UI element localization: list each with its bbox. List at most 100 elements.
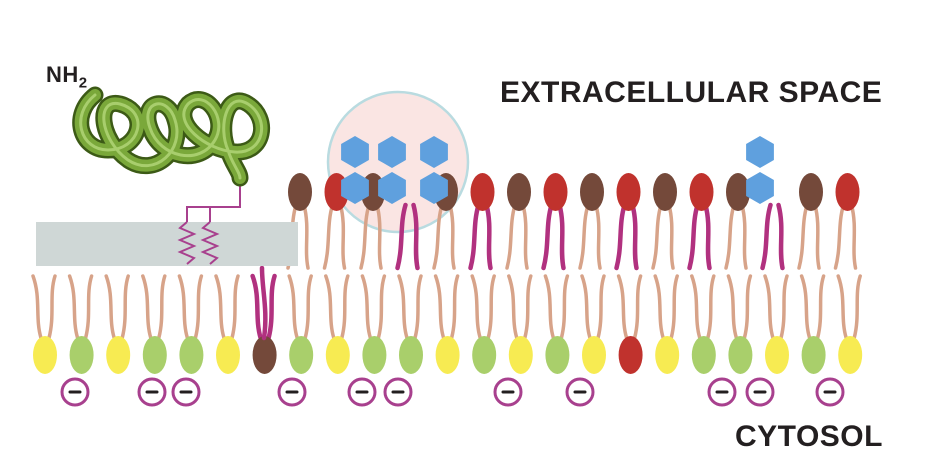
extracellular-space-label: EXTRACELLULAR SPACE	[500, 76, 883, 109]
lipid-head	[838, 336, 863, 374]
sugar-hexagon	[378, 136, 406, 168]
sugar-hexagon	[341, 136, 369, 168]
lipid-head	[470, 173, 495, 211]
lipid-head	[801, 336, 826, 374]
inner-lipid	[214, 274, 240, 374]
outer-lipid	[578, 173, 604, 270]
lipid-head	[289, 336, 314, 374]
negative-charge	[277, 377, 307, 407]
lipid-head	[106, 336, 131, 374]
lipid-head	[835, 173, 860, 211]
lipid-head	[655, 336, 680, 374]
negative-charge	[347, 377, 377, 407]
lipid-head	[179, 336, 204, 374]
inner-lipid	[836, 274, 863, 374]
anchor-block	[36, 222, 298, 266]
lipid-head	[543, 173, 568, 211]
outer-lipid	[614, 173, 641, 271]
outer-lipid	[395, 202, 420, 271]
inner-lipid	[763, 274, 789, 374]
inner-lipid	[67, 274, 94, 374]
lipid-head	[799, 173, 823, 211]
protein-chain	[72, 86, 271, 187]
lipid-head	[582, 336, 606, 374]
inner-lipid	[580, 274, 606, 374]
negative-charge	[815, 377, 845, 407]
negative-charge	[137, 377, 167, 407]
lipid-head	[545, 336, 570, 374]
lipid-head	[399, 336, 423, 374]
outer-lipid	[468, 173, 495, 271]
outer-lipid	[541, 173, 568, 271]
outer-lipid	[833, 173, 860, 270]
sugar-hexagon	[746, 136, 774, 168]
sugar-hexagon	[341, 172, 369, 204]
inner-lipid	[543, 274, 570, 374]
nh2-subscript: 2	[78, 74, 88, 92]
inner-lipid	[31, 274, 57, 374]
lipid-head	[618, 336, 643, 374]
inner-lipid	[470, 274, 497, 374]
inner-lipid	[433, 274, 460, 374]
lipid-head	[580, 173, 604, 211]
outer-lipid	[724, 173, 750, 270]
negative-charge	[565, 377, 595, 407]
outer-lipid	[505, 173, 531, 270]
cytosol-label: CYTOSOL	[735, 420, 883, 453]
lipid-head	[288, 173, 312, 211]
lipid-head	[362, 336, 387, 374]
outer-lipid	[797, 173, 823, 270]
lipid-head	[142, 336, 167, 374]
outer-lipid	[760, 202, 785, 271]
n-terminus-label: NH2	[46, 62, 88, 91]
lipid-head	[508, 336, 533, 374]
lipid-head	[765, 336, 789, 374]
lipid-head	[616, 173, 641, 211]
negative-charge	[171, 377, 201, 407]
nh2-text: NH	[46, 62, 79, 87]
negative-charge	[707, 377, 737, 407]
negative-charge	[493, 377, 523, 407]
inner-lipid	[287, 274, 314, 374]
inner-lipid	[250, 273, 277, 374]
lipid-head	[325, 336, 350, 374]
inner-lipid	[104, 274, 131, 374]
sugar-hexagon	[746, 172, 774, 204]
negative-charge	[60, 377, 90, 407]
inner-lipid	[141, 274, 167, 374]
outer-lipid	[651, 173, 677, 270]
inner-leaflet	[31, 265, 863, 374]
sugar-hexagon	[378, 172, 406, 204]
inner-lipid	[177, 274, 204, 374]
inner-lipid	[507, 274, 533, 374]
inner-lipid	[690, 274, 716, 374]
lipid-head	[691, 336, 716, 374]
inner-lipid	[324, 274, 350, 374]
lipid-head	[689, 173, 714, 211]
lipid-head	[435, 336, 460, 374]
sugar-groups	[341, 136, 774, 204]
lipid-head	[728, 336, 753, 374]
inner-lipid	[360, 274, 387, 374]
inner-lipid	[397, 274, 423, 374]
lipid-head	[252, 336, 277, 374]
outer-lipid	[687, 173, 714, 271]
sugar-hexagon	[420, 136, 448, 168]
negative-charges	[60, 377, 845, 407]
inner-lipid	[616, 274, 643, 374]
lipid-head	[472, 336, 497, 374]
lipid-head	[653, 173, 677, 211]
inner-lipid	[799, 274, 826, 374]
lipid-head	[507, 173, 531, 211]
outer-leaflet	[286, 173, 860, 271]
negative-charge	[745, 377, 775, 407]
inner-lipid	[726, 274, 753, 374]
lipid-head	[726, 173, 750, 211]
anchor-tail	[259, 265, 268, 341]
inner-lipid	[653, 274, 680, 374]
negative-charge	[383, 377, 413, 407]
sugar-hexagon	[420, 172, 448, 204]
anchor-linker	[177, 175, 241, 265]
lipid-head	[69, 336, 94, 374]
